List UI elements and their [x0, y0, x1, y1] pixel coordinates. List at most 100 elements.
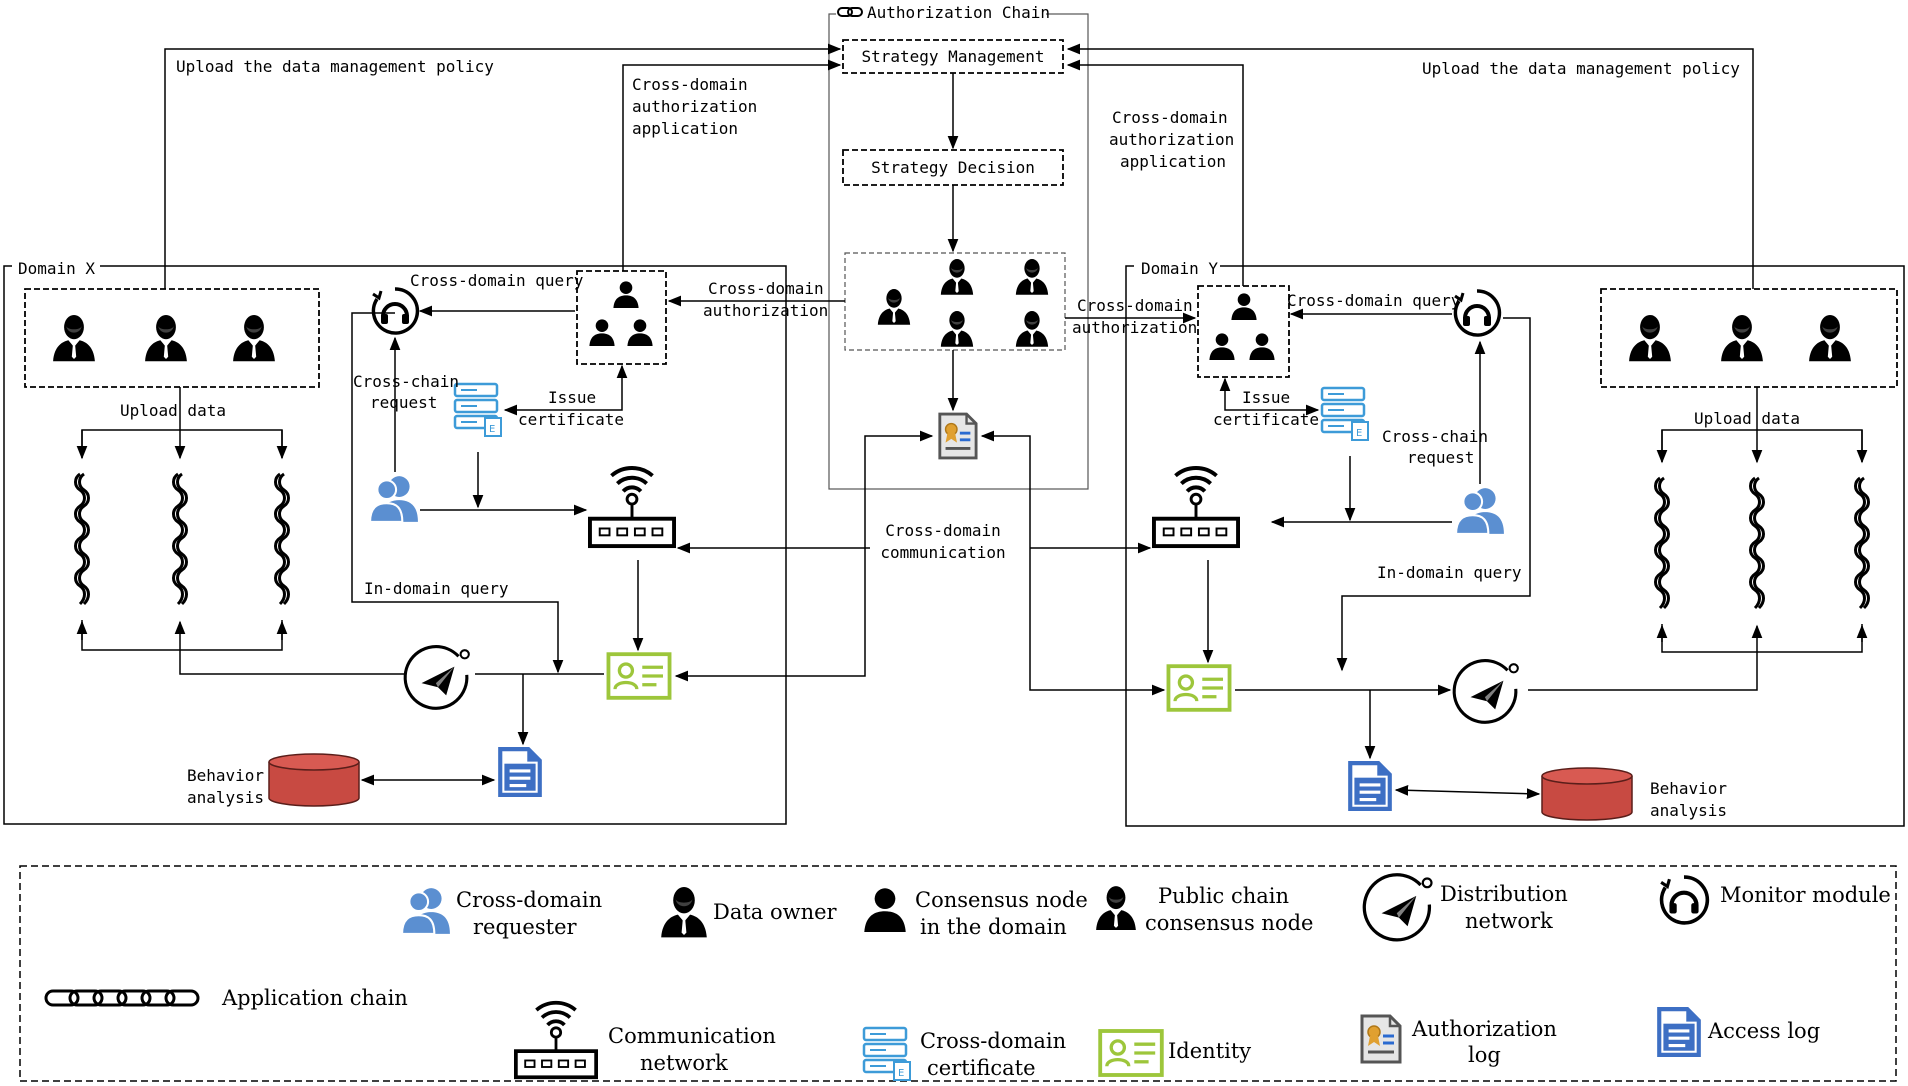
domain-x-panel: Domain X Upload the data management poli… — [3, 43, 845, 825]
strategy-decision-label: Strategy Decision — [871, 158, 1035, 177]
legend-requester-icon — [401, 887, 451, 935]
domain-x-application-line1: Cross-domain — [632, 75, 748, 94]
domain-y-upload-data-label: Upload data — [1694, 409, 1800, 428]
domain-x-title: Domain X — [18, 259, 95, 278]
domain-x-application-line2: authorization — [632, 97, 757, 116]
application-chain-icon — [171, 472, 189, 606]
identity-icon — [1166, 664, 1232, 712]
distribution-network-icon — [1452, 659, 1520, 724]
communication-network-icon — [590, 468, 674, 546]
domain-x-in-domain-query-label: In-domain query — [364, 579, 509, 598]
behavior-analysis-database-icon — [1541, 767, 1633, 821]
application-chain-icon — [1748, 476, 1766, 610]
consensus-nodes-box — [576, 270, 667, 365]
domain-y-application-line2: authorization — [1109, 130, 1234, 149]
legend-monitor-label: Monitor module — [1720, 883, 1891, 907]
legend-certificate-icon — [862, 1026, 912, 1082]
authorization-chain-panel: Authorization Chain Strategy Management … — [828, 3, 1089, 490]
consensus-node-icon — [1231, 293, 1257, 320]
consensus-node-icon — [1209, 333, 1235, 360]
legend-consensus-line2: in the domain — [920, 915, 1067, 939]
consensus-node-icon — [1249, 333, 1275, 360]
domain-x-upload-data-label: Upload data — [120, 401, 226, 420]
cross-domain-certificate-icon — [453, 382, 503, 438]
strategy-management-label: Strategy Management — [861, 47, 1044, 66]
domain-y-cross-chain-line1: Cross-chain — [1382, 427, 1488, 446]
legend-requester-line2: requester — [473, 915, 578, 939]
legend-identity-icon — [1098, 1029, 1164, 1077]
legend-distribution-network-icon — [1362, 873, 1434, 942]
legend-identity-label: Identity — [1168, 1039, 1251, 1063]
domain-x-application-line3: application — [632, 119, 738, 138]
domain-x-behavior-line2: analysis — [187, 788, 264, 807]
consensus-node-icon — [627, 319, 653, 346]
chain-link-icon — [837, 7, 863, 17]
legend-communication-network-icon — [514, 1000, 598, 1080]
legend-certificate-line2: certificate — [927, 1056, 1036, 1080]
application-chain-icon — [273, 472, 291, 606]
legend-public-chain-line2: consensus node — [1145, 911, 1313, 935]
domain-x-issue-line1: Issue — [548, 388, 596, 407]
authorization-log-icon — [938, 412, 978, 460]
domain-y-authorization-line1: Cross-domain — [1077, 296, 1193, 315]
legend-communication-line1: Communication — [608, 1024, 776, 1048]
behavior-analysis-database-icon — [268, 753, 360, 807]
legend-consensus-node-icon — [864, 888, 906, 932]
legend-authorization-log-icon — [1360, 1014, 1402, 1064]
identity-icon — [606, 652, 672, 700]
legend-authorization-log-line1: Authorization — [1411, 1017, 1557, 1041]
access-log-icon — [1350, 763, 1390, 809]
legend-authorization-log-line2: log — [1468, 1043, 1501, 1067]
cross-domain-communication-line2: communication — [880, 543, 1005, 562]
legend-communication-line2: network — [640, 1051, 728, 1075]
data-owners-box — [1600, 288, 1898, 388]
legend-application-chain-label: Application chain — [221, 986, 408, 1010]
data-owner-icon — [1629, 315, 1671, 362]
consensus-node-icon — [613, 281, 639, 308]
legend-distribution-line2: network — [1465, 909, 1553, 933]
legend-data-owner-icon — [661, 887, 707, 938]
data-owner-icon — [1809, 315, 1851, 362]
domain-y-behavior-line1: Behavior — [1650, 779, 1727, 798]
cross-domain-certificate-icon — [1320, 386, 1370, 442]
domain-x-behavior-line1: Behavior — [187, 766, 264, 785]
domain-x-authorization-line1: Cross-domain — [708, 279, 824, 298]
monitor-module-icon — [1453, 288, 1502, 337]
cross-domain-communication-line1: Cross-domain — [885, 521, 1001, 540]
communication-network-icon — [1154, 468, 1238, 546]
data-owner-icon — [145, 315, 187, 362]
data-owner-icon — [53, 315, 95, 362]
domain-y-application-line1: Cross-domain — [1112, 108, 1228, 127]
domain-x-issue-line2: certificate — [518, 410, 624, 429]
distribution-network-icon — [403, 645, 471, 710]
domain-y-panel: Domain Y Upload the data management poli… — [1065, 43, 1905, 827]
legend-public-chain-line1: Public chain — [1158, 884, 1289, 908]
domain-y-cross-chain-line2: request — [1407, 448, 1474, 467]
application-chain-icon — [73, 472, 91, 606]
cross-domain-requester-icon — [369, 475, 419, 523]
legend-panel: Cross-domain requester Data owner Consen… — [19, 865, 1897, 1082]
legend-access-log-label: Access log — [1707, 1019, 1820, 1043]
domain-y-application-line3: application — [1120, 152, 1226, 171]
middle-connections: Cross-domain communication — [674, 430, 1166, 696]
legend-data-owner-label: Data owner — [713, 900, 838, 924]
domain-y-authorization-line2: authorization — [1072, 318, 1197, 337]
legend-consensus-line1: Consensus node — [915, 888, 1088, 912]
access-log-icon — [500, 749, 540, 795]
domain-y-in-domain-query-label: In-domain query — [1377, 563, 1522, 582]
monitor-module-icon — [371, 286, 420, 335]
domain-y-issue-line2: certificate — [1213, 410, 1319, 429]
domain-x-cross-chain-line1: Cross-chain — [353, 372, 459, 391]
data-owner-icon — [233, 315, 275, 362]
data-owner-icon — [1721, 315, 1763, 362]
cross-domain-requester-icon — [1455, 487, 1505, 535]
domain-x-authorization-line2: authorization — [703, 301, 828, 320]
domain-x-cross-domain-query-label: Cross-domain query — [410, 271, 584, 290]
domain-x-upload-policy-label: Upload the data management policy — [176, 57, 494, 76]
authorization-chain-title: Authorization Chain — [867, 3, 1050, 22]
legend-application-chain-icon — [44, 989, 200, 1007]
data-owners-box — [24, 288, 320, 388]
domain-y-cross-domain-query-label: Cross-domain query — [1287, 291, 1461, 310]
legend-requester-line1: Cross-domain — [456, 888, 602, 912]
